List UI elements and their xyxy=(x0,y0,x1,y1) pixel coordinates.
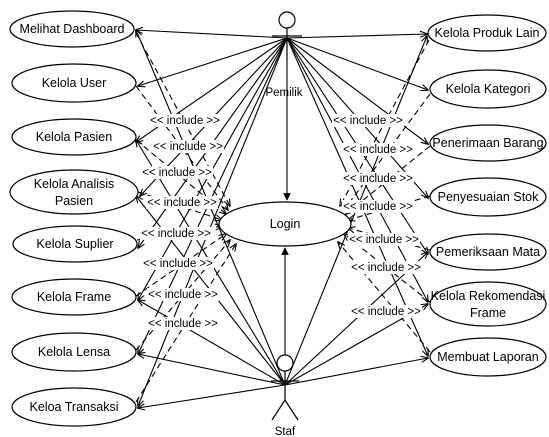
use-case-kelola-analisis-pasien-label-1: Kelola Analisis xyxy=(34,177,115,191)
use-case-kelola-suplier-label: Kelola Suplier xyxy=(36,237,113,251)
owner-assoc-melihat-dashboard xyxy=(136,30,288,39)
owner-assoc-kelola-produk-lain xyxy=(286,34,427,39)
use-case-login: Login xyxy=(218,201,352,247)
include-label-penyesuaian-stok: << include >> xyxy=(343,201,413,213)
include-label-penerimaan-barang: << include >> xyxy=(343,173,413,185)
include-label-bg-pemeriksaan-mata xyxy=(348,233,420,246)
use-case-kelola-analisis-pasien: Kelola Analisis Pasien xyxy=(9,169,139,215)
use-case-kelola-produk-lain-label: Kelola Produk Lain xyxy=(435,26,540,40)
include-label-kelola-user: << include >> xyxy=(153,141,223,153)
include-label-bg-kelola-produk-lain xyxy=(332,114,404,127)
actor-owner-head xyxy=(278,11,296,29)
staff-assoc-kelola-lensa xyxy=(138,354,286,386)
actor-staff-right-leg xyxy=(284,399,299,421)
include-label-bg-keloa-transaksi xyxy=(147,317,219,330)
include-label-kelola-pasien: << include >> xyxy=(142,167,212,179)
use-case-pemeriksaan-mata-label: Pemeriksaan Mata xyxy=(436,245,540,259)
owner-assoc-kelola-user xyxy=(138,37,288,86)
include-label-kelola-frame: << include >> xyxy=(143,258,213,270)
include-label-kelola-analisis-pasien: << include >> xyxy=(147,197,217,209)
use-case-kelola-rekomendasi-frame-label-1: Kelola Rekomendasi xyxy=(431,289,546,303)
use-case-penyesuaian-stok: Penyesuaian Stok xyxy=(429,177,547,217)
include-edge-membuat-laporan xyxy=(338,242,431,353)
include-label-pemeriksaan-mata: << include >> xyxy=(349,234,419,246)
owner-assoc-penerimaan-barang xyxy=(286,37,428,144)
include-label-kelola-suplier: << include >> xyxy=(141,228,211,240)
include-label-bg-penerimaan-barang xyxy=(342,172,414,185)
actor-staff: Staf xyxy=(271,354,299,437)
include-label-bg-kelola-pasien xyxy=(141,166,213,179)
use-case-membuat-laporan: Membuat Laporan xyxy=(429,337,547,377)
use-case-penyesuaian-stok-label: Penyesuaian Stok xyxy=(438,190,540,204)
owner-assoc-kelola-kategori xyxy=(286,37,428,90)
include-label-kelola-kategori: << include >> xyxy=(343,144,413,156)
use-case-kelola-user: Kelola User xyxy=(11,63,137,103)
staff-assoc-membuat-laporan xyxy=(284,358,428,386)
include-label-bg-kelola-user xyxy=(152,140,224,153)
include-label-layer: << include >> << include >> << include >> <… xyxy=(140,114,422,330)
use-case-kelola-frame: Kelola Frame xyxy=(11,278,137,316)
owner-assoc-keloa-transaksi xyxy=(138,37,288,406)
use-case-penerimaan-barang: Penerimaan Barang xyxy=(429,124,547,162)
actor-staff-left-leg xyxy=(271,399,286,421)
include-label-bg-kelola-kategori xyxy=(342,143,414,156)
actor-owner-label: Pemilik xyxy=(265,87,302,99)
use-case-melihat-dashboard: Melihat Dashboard xyxy=(9,10,135,48)
use-case-kelola-analisis-pasien-label-2: Pasien xyxy=(55,194,93,208)
use-case-membuat-laporan-label: Membuat Laporan xyxy=(437,350,539,364)
include-label-bg-penyesuaian-stok xyxy=(342,200,414,213)
include-edge-kelola-user xyxy=(135,85,228,210)
staff-assoc-kelola-frame xyxy=(138,300,286,386)
use-case-keloa-transaksi: Keloa Transaksi xyxy=(11,387,137,427)
use-case-kelola-kategori: Kelola Kategori xyxy=(429,69,547,109)
use-case-kelola-lensa: Kelola Lensa xyxy=(11,332,137,372)
owner-assoc-membuat-laporan xyxy=(286,37,428,356)
actor-staff-label: Staf xyxy=(275,426,296,437)
include-label-kelola-lensa: << include >> xyxy=(148,289,218,301)
use-case-melihat-dashboard-label: Melihat Dashboard xyxy=(20,22,125,36)
use-case-pemeriksaan-mata: Pemeriksaan Mata xyxy=(429,233,547,271)
staff-assoc-pemeriksaan-mata xyxy=(284,252,428,386)
use-case-kelola-lensa-label: Kelola Lensa xyxy=(38,345,110,359)
include-label-bg-kelola-lensa xyxy=(147,288,219,301)
include-label-keloa-transaksi: << include >> xyxy=(148,318,218,330)
include-label-kelola-rekomendasi-frame: << include >> xyxy=(351,262,421,274)
include-label-bg-kelola-analisis-pasien xyxy=(146,196,218,209)
actor-owner: Pemilik xyxy=(265,11,303,99)
use-case-login-label: Login xyxy=(270,217,301,231)
include-edge-melihat-dashboard xyxy=(135,32,230,206)
use-case-kelola-produk-lain: Kelola Produk Lain xyxy=(427,14,547,52)
include-label-bg-kelola-suplier xyxy=(140,227,212,240)
use-case-kelola-rekomendasi-frame-label-2: Frame xyxy=(470,306,506,320)
use-case-penerimaan-barang-label: Penerimaan Barang xyxy=(432,136,543,150)
include-label-bg-melihat-dashboard xyxy=(149,114,221,127)
use-case-keloa-transaksi-label: Keloa Transaksi xyxy=(30,400,119,414)
use-case-kelola-user-label: Kelola User xyxy=(42,76,107,90)
actor-staff-head xyxy=(276,354,294,372)
use-case-kelola-kategori-label: Kelola Kategori xyxy=(446,82,531,96)
owner-assoc-kelola-rekomendasi-frame xyxy=(286,37,428,302)
staff-assoc-keloa-transaksi xyxy=(138,384,286,408)
use-case-kelola-pasien: Kelola Pasien xyxy=(11,118,137,156)
use-case-kelola-suplier: Kelola Suplier xyxy=(12,225,138,263)
use-case-kelola-rekomendasi-frame: Kelola Rekomendasi Frame xyxy=(429,281,547,327)
use-case-kelola-pasien-label: Kelola Pasien xyxy=(36,130,112,144)
use-case-kelola-frame-label: Kelola Frame xyxy=(37,290,111,304)
include-label-membuat-laporan: << include >> xyxy=(351,306,421,318)
include-label-bg-kelola-rekomendasi-frame xyxy=(350,261,422,274)
include-label-bg-kelola-frame xyxy=(142,257,214,270)
include-label-melihat-dashboard: << include >> xyxy=(150,115,220,127)
include-label-kelola-produk-lain: << include >> xyxy=(333,115,403,127)
include-label-bg-membuat-laporan xyxy=(350,305,422,318)
